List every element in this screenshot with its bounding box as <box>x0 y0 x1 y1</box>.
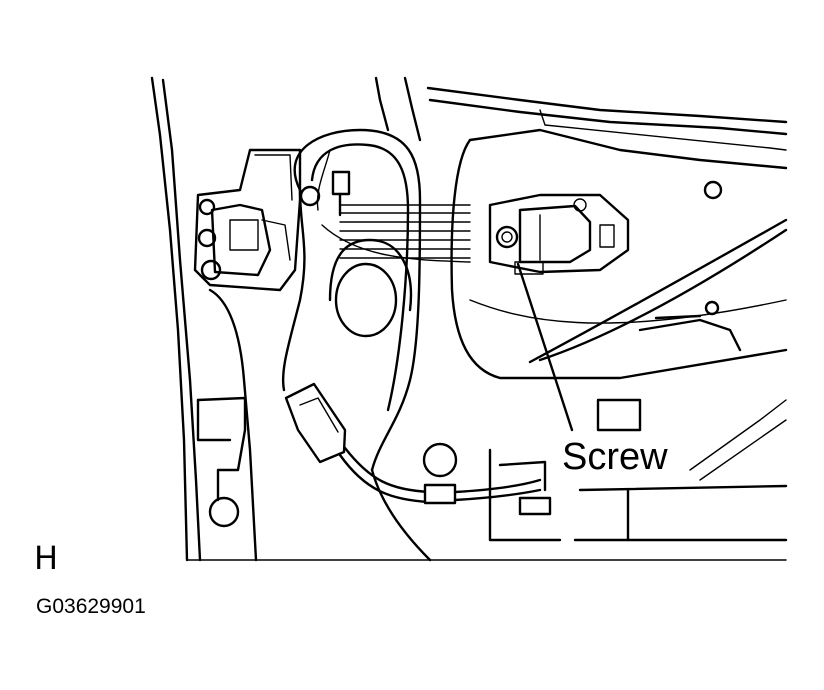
screw-leader-line <box>516 262 574 432</box>
view-letter-label: H <box>34 539 59 577</box>
wire-connector <box>284 382 542 562</box>
lower-panel <box>196 396 788 542</box>
figure-id-label: G03629901 <box>36 595 146 618</box>
link-rods <box>321 204 471 263</box>
screw-head <box>495 225 519 249</box>
door-frame <box>150 76 788 562</box>
door-lock-assembly <box>193 148 351 292</box>
right-service-hole <box>450 128 788 380</box>
outside-handle-assembly <box>488 193 630 275</box>
screw-callout-label: Screw <box>562 436 668 478</box>
